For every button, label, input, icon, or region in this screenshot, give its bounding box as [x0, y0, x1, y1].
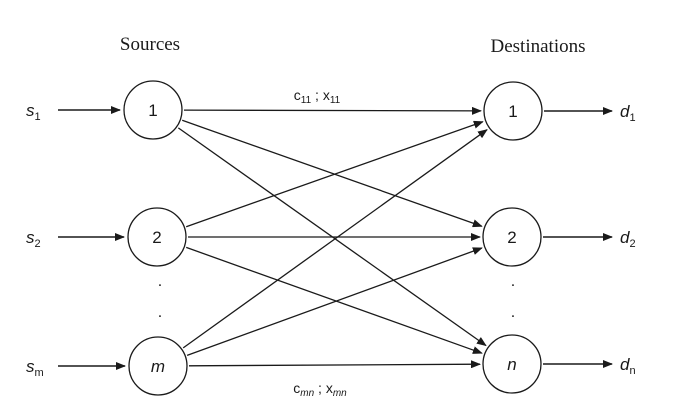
demand-label-2: d2	[620, 228, 636, 250]
edge-sm-d2	[186, 247, 483, 357]
source-node-m-label: m	[151, 357, 165, 376]
edge-sm-d1	[182, 129, 488, 349]
destinations-header: Destinations	[491, 36, 586, 57]
source-node-2: 2	[127, 207, 187, 267]
source-node-m: m	[128, 336, 188, 396]
destination-ellipsis-dot-1: .	[511, 273, 515, 290]
nodes-layer: 1 2 m 1 2 n	[123, 80, 543, 396]
io-layer	[58, 106, 613, 370]
edge-s2-d1	[185, 120, 484, 228]
edge-label-cmn-xmn: cmn ; xmn	[293, 380, 347, 399]
destination-node-n-label: n	[507, 355, 516, 374]
source-ellipsis-dot-1: .	[158, 273, 162, 290]
destination-node-2: 2	[482, 207, 542, 267]
supply-label-2: s2	[26, 228, 41, 250]
edge-s1-d1	[183, 106, 482, 115]
destination-ellipsis-dot-2: .	[511, 304, 515, 321]
edge-label-c11-x11: c11 ; x11	[294, 87, 341, 106]
source-ellipsis-dot-2: .	[158, 304, 162, 321]
destination-node-1-circle	[483, 81, 543, 141]
edges-layer	[177, 106, 488, 369]
demand-label-n: dn	[620, 355, 636, 377]
source-node-1-label: 1	[148, 101, 157, 120]
destination-node-1-label: 1	[508, 102, 517, 121]
destination-node-n: n	[482, 334, 542, 394]
source-node-2-circle	[127, 207, 187, 267]
edge-s1-d2	[181, 119, 483, 228]
supply-label-1: s1	[26, 101, 41, 123]
labels-layer: s1 s2 sm d1 d2 dn.... c11 ; x11 cmn ; xmn	[26, 87, 636, 399]
source-node-2-label: 2	[152, 228, 161, 247]
demand-label-1: d1	[620, 102, 636, 124]
edge-s2-dn	[185, 246, 483, 354]
source-node-1: 1	[123, 80, 183, 140]
destination-node-2-label: 2	[507, 228, 516, 247]
source-node-m-circle	[128, 336, 188, 396]
supply-label-m: sm	[26, 357, 44, 379]
edge-sm-dn	[188, 360, 481, 369]
destination-node-n-circle	[482, 334, 542, 394]
source-node-1-circle	[123, 80, 183, 140]
destination-node-2-circle	[482, 207, 542, 267]
destination-node-1: 1	[483, 81, 543, 141]
sources-header: Sources	[120, 34, 180, 55]
